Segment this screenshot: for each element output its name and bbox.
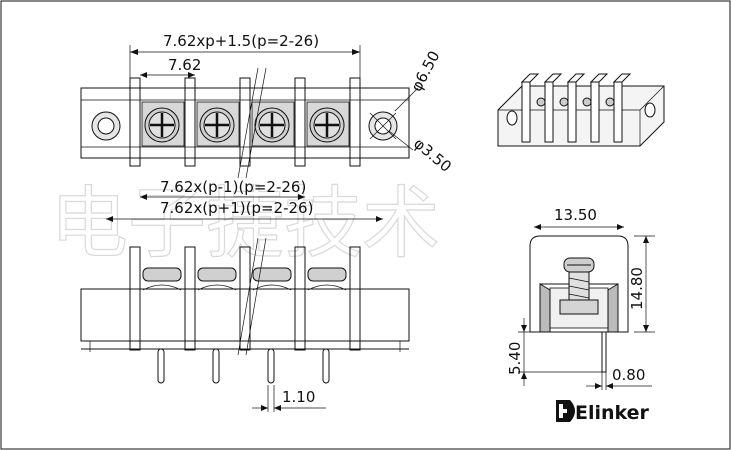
dim-hole-outer: φ6.50 — [407, 48, 443, 95]
mounting-hole-right — [368, 111, 398, 141]
dim-side-height: 14.80 — [628, 267, 646, 310]
top-body-outline — [80, 87, 410, 159]
dim-hole-inner: φ3.50 — [410, 134, 455, 176]
watermark-text: 电子捷技术 — [50, 179, 440, 269]
dim-pin-span-plus: 7.62x(p+1)(p=2-26) — [160, 199, 313, 217]
dim-overall-length: 7.62xp+1.5(p=2-26) — [163, 32, 319, 50]
elinker-logo-icon — [556, 400, 575, 422]
dim-pin-height: 5.40 — [506, 342, 524, 375]
dim-pin-width: 1.10 — [282, 388, 315, 406]
mounting-hole-left — [91, 111, 121, 141]
dim-pitch: 7.62 — [168, 56, 201, 74]
front-body-outline — [80, 288, 410, 342]
barrier-group — [129, 77, 361, 167]
logo-text: Elinker — [575, 402, 650, 424]
dim-side-width: 13.50 — [554, 206, 597, 224]
elinker-logo: Elinker — [556, 400, 650, 424]
front-view: 1.10 — [80, 237, 410, 412]
dim-pin-span-minus: 7.62x(p-1)(p=2-26) — [160, 178, 306, 196]
terminal-screws — [141, 101, 350, 147]
iso-view — [497, 73, 665, 147]
dim-pin-thickness: 0.80 — [612, 366, 645, 384]
side-view: 13.50 14.80 5.40 0.80 — [506, 206, 655, 390]
